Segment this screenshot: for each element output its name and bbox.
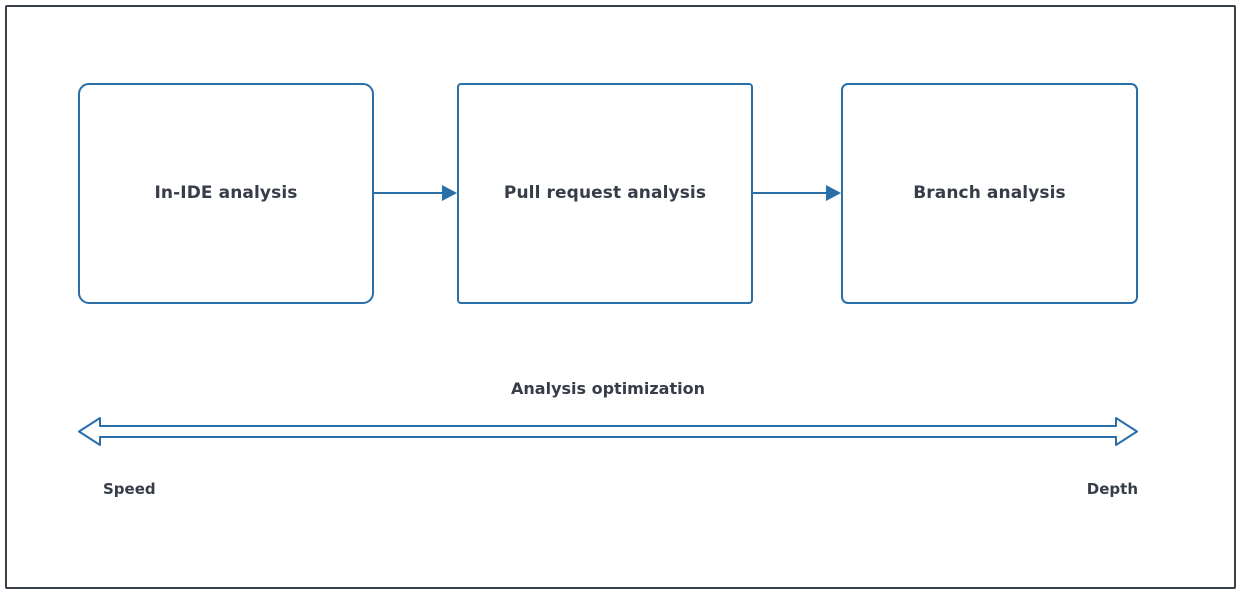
connector-shaft [374, 192, 444, 194]
stage-label: Branch analysis [913, 183, 1066, 204]
axis-caption: Analysis optimization [511, 379, 705, 398]
axis-label-depth: Depth [1086, 480, 1138, 498]
arrow-right-icon-pull-request-to-branch [753, 185, 841, 201]
stage-box-in-ide-analysis[interactable]: In-IDE analysis [78, 83, 374, 304]
connector-arrowhead [442, 185, 457, 201]
diagram-frame [5, 5, 1236, 589]
stage-label: Pull request analysis [503, 183, 707, 204]
stage-box-pull-request-analysis[interactable]: Pull request analysis [457, 83, 753, 304]
stage-label: In-IDE analysis [154, 183, 298, 204]
connector-arrowhead [826, 185, 841, 201]
axis-label-speed: Speed [103, 480, 156, 498]
connector-shaft [753, 192, 828, 194]
stage-box-branch-analysis[interactable]: Branch analysis [841, 83, 1138, 304]
arrow-right-icon-in-ide-to-pull-request [374, 185, 457, 201]
double-headed-arrow-icon [74, 412, 1142, 452]
